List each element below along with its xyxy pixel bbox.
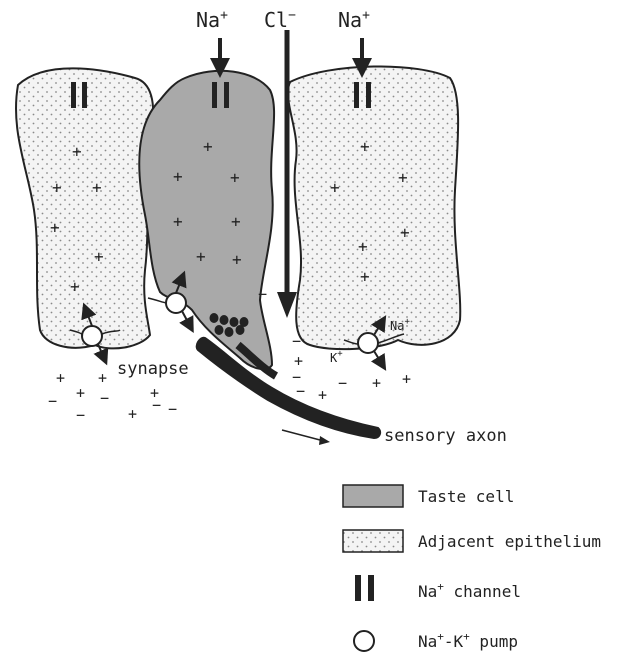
charge-plus: + — [358, 237, 368, 256]
legend-na-channel-label: Na+ channel — [418, 580, 521, 601]
charge-plus: + — [76, 384, 85, 402]
charge-plus: + — [231, 212, 241, 231]
legend: Taste cell Adjacent epithelium Na+ chann… — [343, 485, 601, 651]
legend-taste-cell-swatch — [343, 485, 403, 507]
charge-plus: + — [398, 168, 408, 187]
charge-minus: − — [168, 400, 177, 418]
charge-plus: + — [318, 386, 327, 404]
na-label-left: Na+ — [196, 8, 228, 32]
charge-plus: + — [360, 267, 370, 286]
pump-k-label: K+ — [330, 349, 343, 365]
cl-label: Cl− — [264, 8, 296, 32]
charge-minus: − — [338, 374, 347, 392]
charge-plus: + — [360, 137, 370, 156]
charge-plus: + — [128, 405, 137, 423]
charge-plus: + — [232, 250, 242, 269]
sensory-axon-label: sensory axon — [384, 426, 507, 446]
charge-plus: + — [230, 168, 240, 187]
charge-plus: + — [56, 369, 65, 387]
charge-plus: + — [173, 167, 183, 186]
legend-na-channel: Na+ channel — [355, 575, 521, 601]
legend-channel-bar — [355, 575, 361, 601]
legend-taste-cell: Taste cell — [343, 485, 514, 507]
legend-channel-bar — [368, 575, 374, 601]
charge-plus: + — [50, 218, 60, 237]
charge-plus: + — [203, 137, 213, 156]
charge-plus: + — [72, 142, 82, 161]
charge-plus: + — [70, 277, 80, 296]
legend-pump-label: Na+-K+ pump — [418, 630, 518, 651]
legend-epithelium-swatch — [343, 530, 403, 552]
charge-plus: + — [173, 212, 183, 231]
charge-plus: + — [372, 374, 381, 392]
legend-taste-cell-label: Taste cell — [418, 487, 514, 506]
charge-plus: + — [330, 178, 340, 197]
charge-minus: − — [76, 406, 85, 424]
charge-plus: + — [196, 247, 206, 266]
charge-plus: + — [98, 369, 107, 387]
charge-plus: + — [92, 178, 102, 197]
sensory-axon — [197, 338, 380, 438]
charge-minus: − — [296, 382, 305, 400]
charge-plus: + — [52, 178, 62, 197]
right-epithelium-cell — [288, 66, 460, 349]
legend-na-k-pump: Na+-K+ pump — [354, 630, 518, 651]
charge-plus: + — [400, 223, 410, 242]
synapse-label: synapse — [117, 359, 189, 379]
charge-minus: − — [48, 392, 57, 410]
axon-direction-arrow — [282, 430, 330, 445]
charge-minus: − — [258, 285, 267, 303]
left-epithelium-cell — [16, 68, 153, 348]
legend-pump-icon — [354, 631, 374, 651]
na-label-right: Na+ — [338, 8, 370, 32]
charge-minus: − — [100, 389, 109, 407]
taste-cell — [139, 71, 274, 369]
legend-adjacent-epithelium: Adjacent epithelium — [343, 530, 601, 552]
charge-plus: + — [402, 370, 411, 388]
charge-minus: − — [152, 396, 161, 414]
charge-plus: + — [94, 247, 104, 266]
legend-epithelium-label: Adjacent epithelium — [418, 532, 601, 551]
charge-minus: − — [292, 332, 301, 350]
